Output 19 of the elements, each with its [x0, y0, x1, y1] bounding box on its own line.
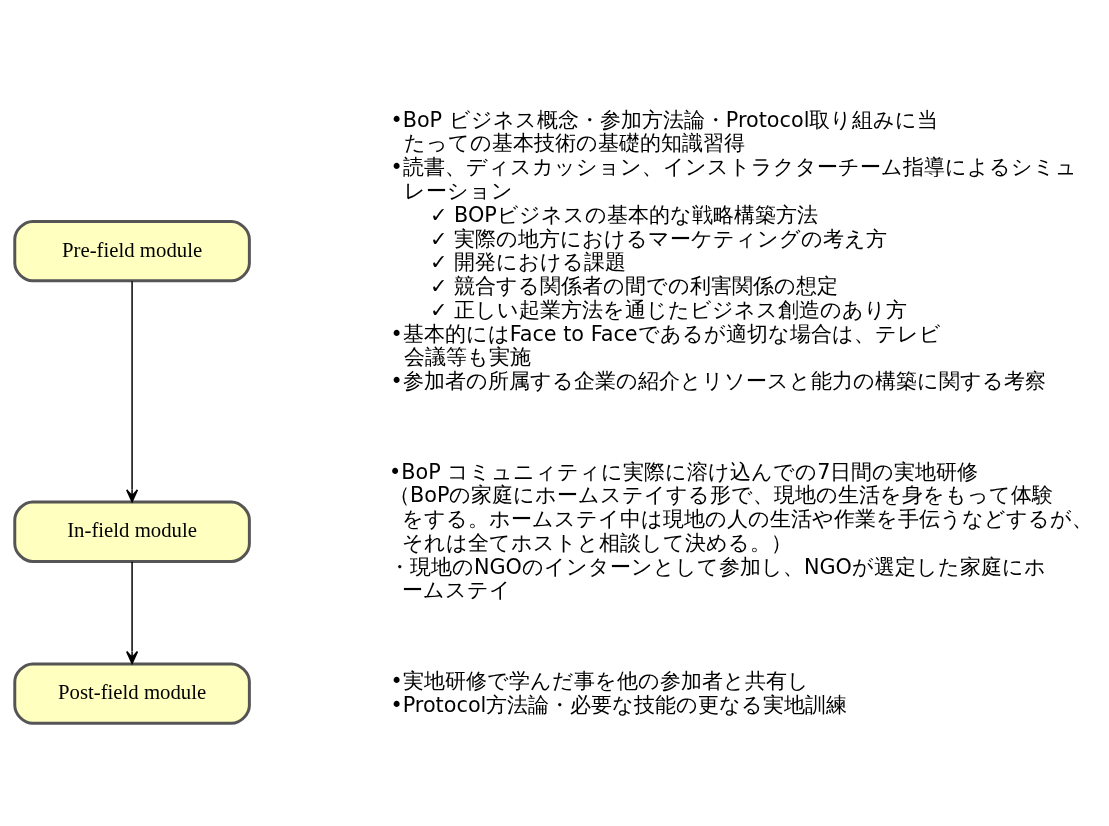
node-label: ✓ 正しい起業方法を通じたビジネス創造のあり方 — [430, 297, 908, 322]
node-label: （BoPの家庭にホームステイする形で、現地の生活を身をもって体験をする。ホームステイ中は現地の人の生活や作業を手伝うなどするが、それは全てホストと相談して決める。） — [388, 483, 1094, 555]
node-label: ✓ 競合する関係者の間での利害関係の想定 — [430, 274, 839, 299]
arrow — [126, 560, 139, 665]
node-label: •実地研修で学んだ事を他の参加者と共有し — [390, 668, 809, 693]
node-label: •基本的にはFace to Faceであるが適切な場合は、テレビ会議等も実施 — [390, 321, 941, 370]
node-label: ✓ 開発における課題 — [430, 250, 627, 275]
node-label: ・現地のNGOのインターンとして参加し、NGOが選定した家庭にホームステイ — [388, 554, 1046, 603]
node-box: In-field module — [13, 500, 251, 563]
node-box: Pre-field module — [13, 219, 251, 283]
node-label: ✓ BOPビジネスの基本的な戦略構築方法 — [430, 202, 818, 227]
node-box: Post-field module — [13, 662, 251, 725]
node-label: •参加者の所属する企業の紹介とリソースと能力の構築に関する考察 — [390, 369, 1046, 394]
node-label: •BoP コミュニィティに実際に溶け込んでの7日間の実地研修 — [388, 459, 979, 484]
node-label: •BoP ビジネス概念・参加方法論・Protocol取り組みに当たっての基本技術の基礎的知識習得 — [390, 107, 939, 156]
arrow — [126, 280, 139, 503]
node-label: •Protocol方法論・必要な技能の更なる実地訓練 — [390, 692, 848, 717]
node-label: ✓ 実際の地方におけるマーケティングの考え方 — [430, 226, 888, 251]
node-label: •読書、ディスカッション、インストラクターチーム指導によるシミュレーション — [390, 155, 1077, 203]
